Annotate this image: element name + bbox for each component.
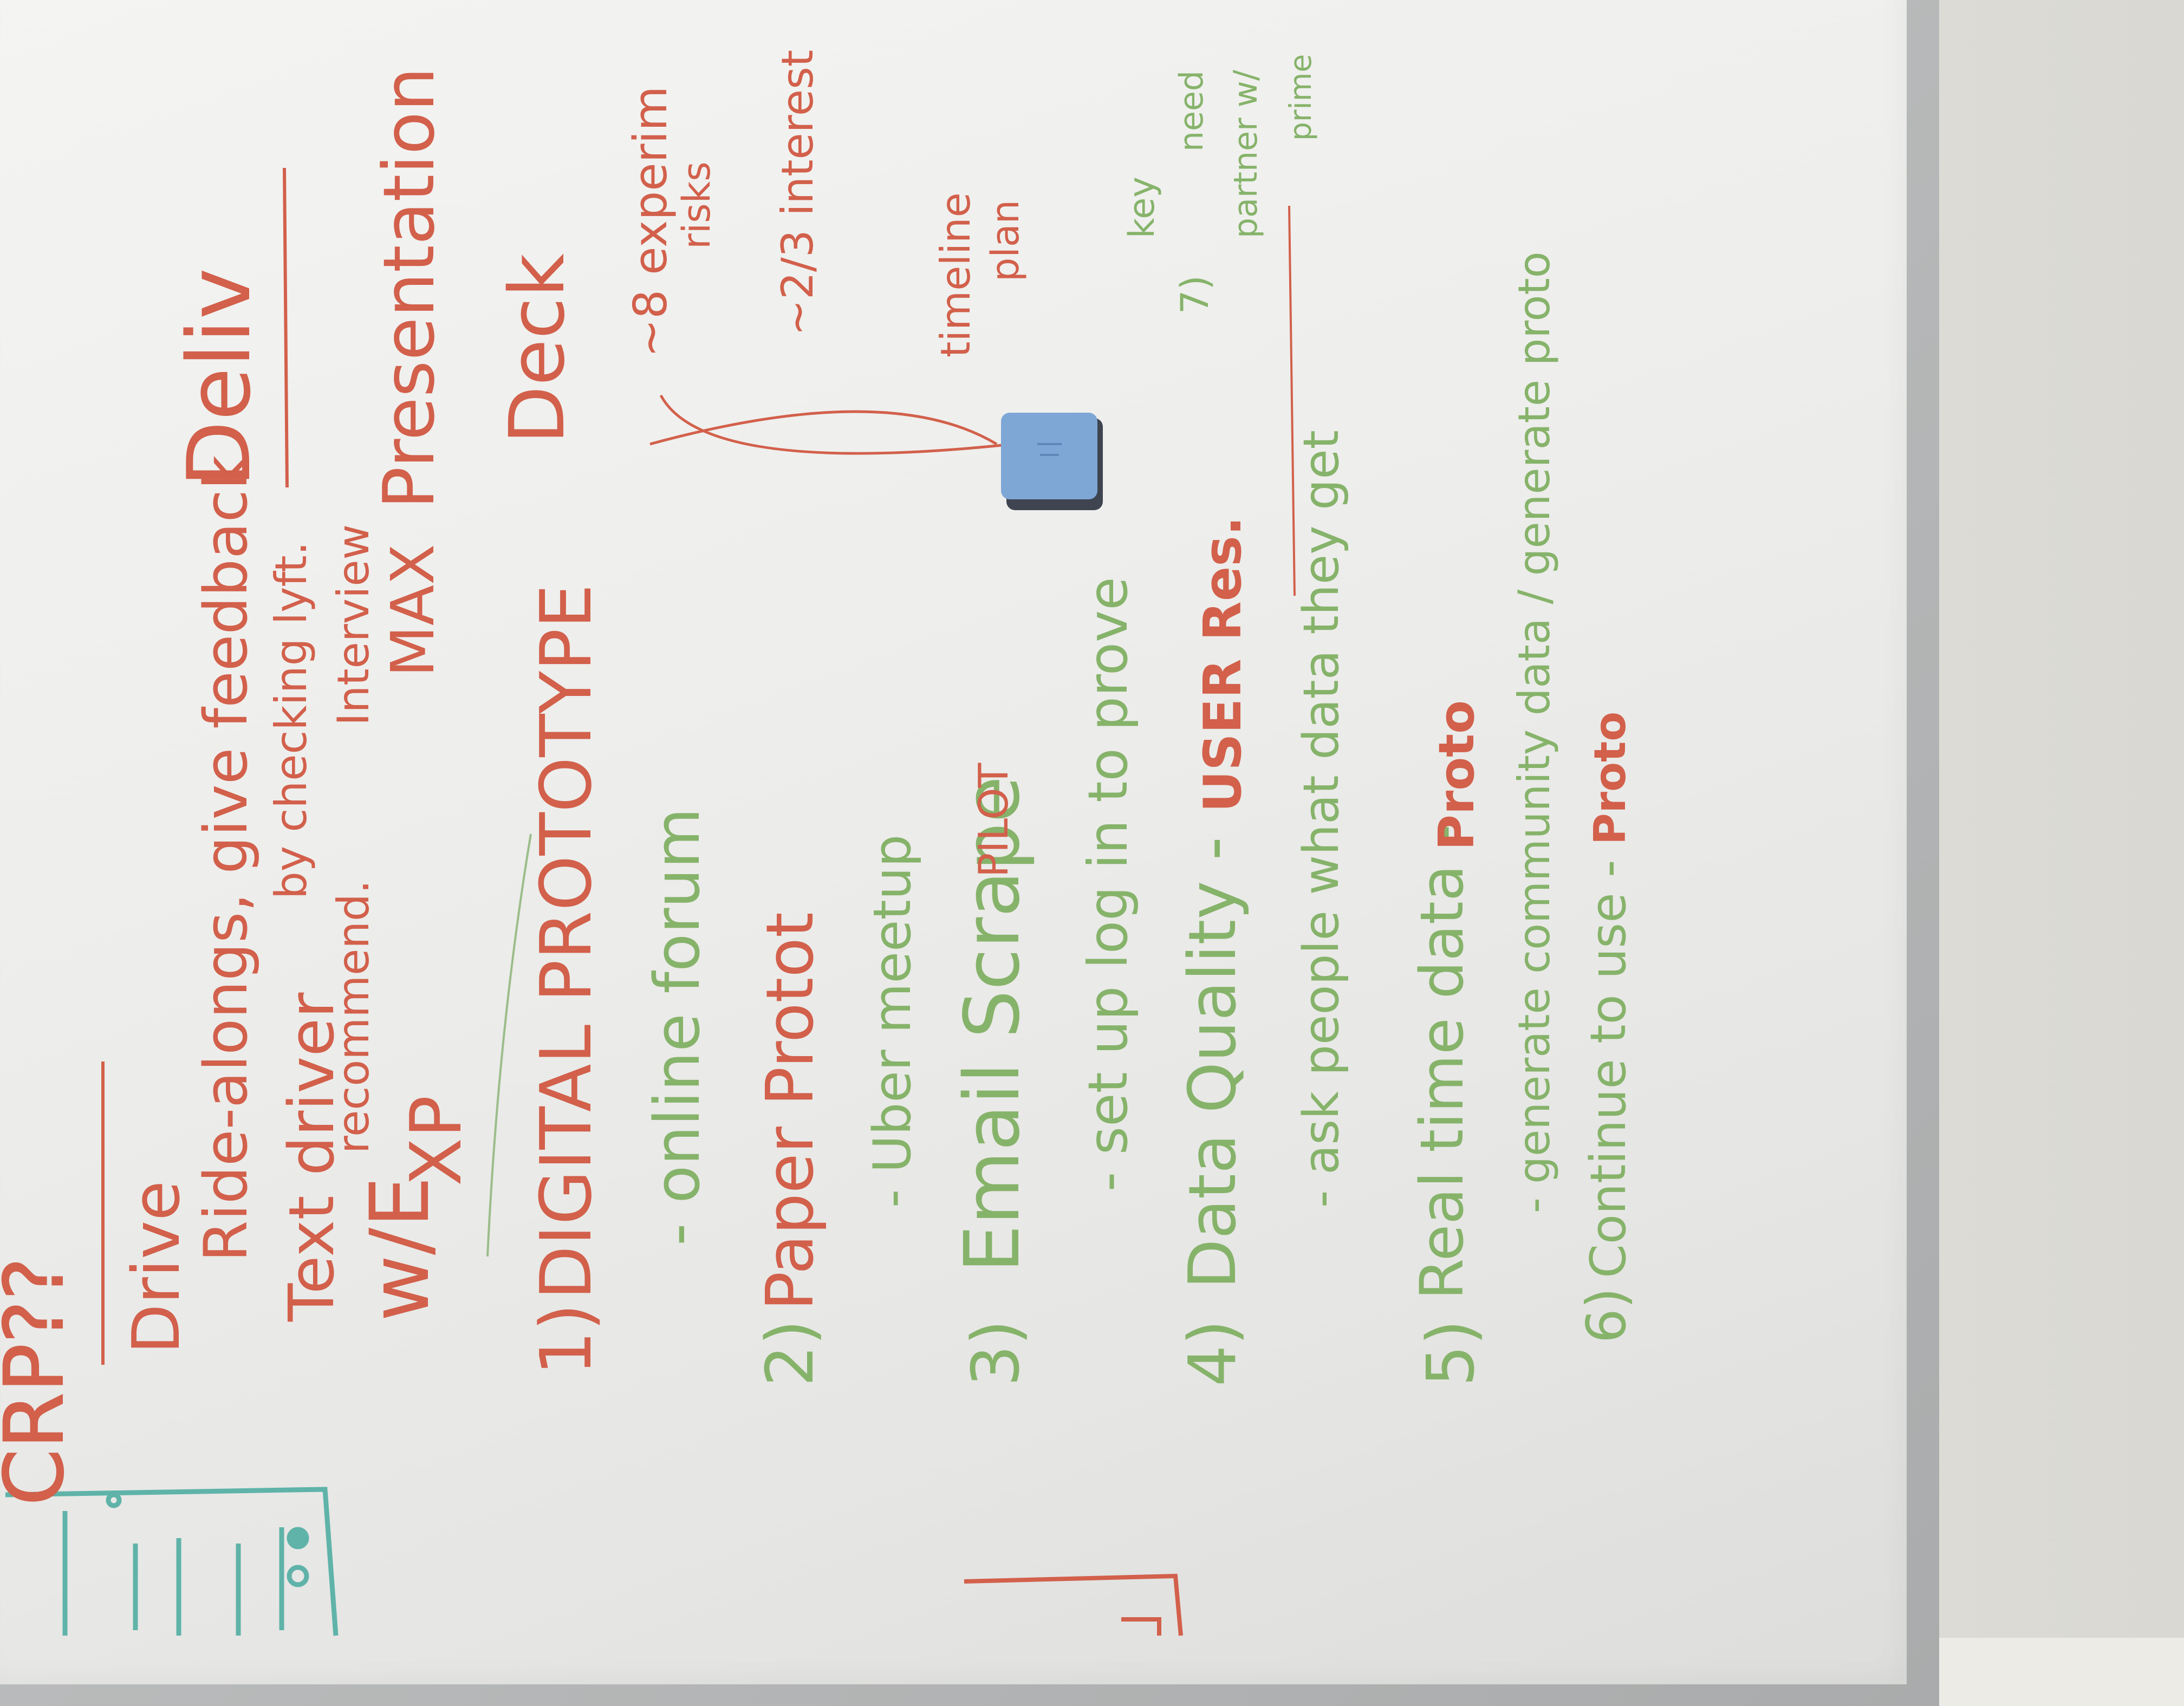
item-exp: XP [395, 1096, 477, 1186]
note-partner: partner w/ [1227, 69, 1265, 238]
item-text-driver: Text driver [276, 992, 348, 1322]
note-prime: prime [1283, 54, 1318, 141]
item-deck: Deck [493, 253, 582, 444]
item-recommend: recommend. [328, 880, 379, 1154]
red-box-sketch [964, 1573, 1183, 1636]
note-key: key [1122, 177, 1162, 238]
list-item-3-title: Email Scrape [948, 776, 1037, 1273]
list-item-6-title: Continue to use - [1580, 859, 1637, 1278]
list-item-2-title: Paper Protot [753, 912, 828, 1311]
note-interest: ~2/3 interest [772, 50, 823, 336]
experiment-list: 1) DIGITAL PROTOTYPE - online forum 2) P… [525, 251, 1638, 1386]
item-ride-alongs: Ride-alongs, give feedback [191, 455, 261, 1262]
heading-deliv: Deliv [168, 268, 270, 487]
item-max: MAX [378, 544, 447, 677]
note-plan: plan [983, 200, 1028, 282]
list-item-5-title: Real time data - [1407, 824, 1477, 1300]
list-item-4-sub: - ask people what data they get [1293, 430, 1350, 1208]
list-item-4-num: 4) [1175, 1320, 1251, 1386]
list-item-2-num: 2) [753, 1320, 828, 1386]
item-presentation: Presentation [368, 67, 450, 509]
list-item-5-sub: - generate community data / generate pro… [1509, 251, 1559, 1213]
note-experiments: ~8 experim [624, 86, 678, 357]
list-item-5-tag: Proto [1428, 700, 1485, 850]
note-timeline: timeline [932, 192, 979, 357]
item-interview: Interview [328, 524, 379, 726]
list-item-2-sub: - Uber meetup [863, 835, 922, 1208]
note-need: need [1173, 70, 1211, 152]
note-risks: risks [674, 161, 719, 249]
list-item-1-num: 1) [525, 1304, 607, 1376]
whiteboard-writing: CRP?? Drive Ride-alongs, give feedback b… [0, 50, 1638, 1636]
list-item-4-title: Data Quality - [1175, 837, 1251, 1289]
whiteboard-eraser [1001, 413, 1103, 510]
whiteboard-surface [0, 0, 1907, 1684]
list-item-3-num: 3) [959, 1320, 1034, 1386]
list-item-3-sub: - set up log in to prove [1076, 577, 1140, 1191]
heading-crp: CRP?? [0, 1257, 82, 1506]
item-w-e: w/E [353, 1176, 447, 1321]
list-item-4-tag: USER Res. [1193, 516, 1253, 812]
list-item-1-title: DIGITAL PROTOTYPE [525, 584, 607, 1300]
item-ride-sub: by checking lyft. [266, 542, 316, 899]
list-item-1-sub: - online forum [641, 808, 714, 1246]
list-item-3-tag: PILOT [970, 763, 1017, 877]
list-item-5-num: 5) [1414, 1320, 1489, 1386]
divider-lines [101, 167, 1296, 1365]
list-item-6-tag: Proto [1585, 712, 1635, 845]
item-drive: Drive [119, 1181, 194, 1354]
list-item-6-num: 6) [1575, 1287, 1638, 1343]
note-7: 7) [1173, 275, 1217, 314]
wireframe-sketch [5, 1487, 339, 1636]
deck-bracket [659, 394, 1013, 455]
